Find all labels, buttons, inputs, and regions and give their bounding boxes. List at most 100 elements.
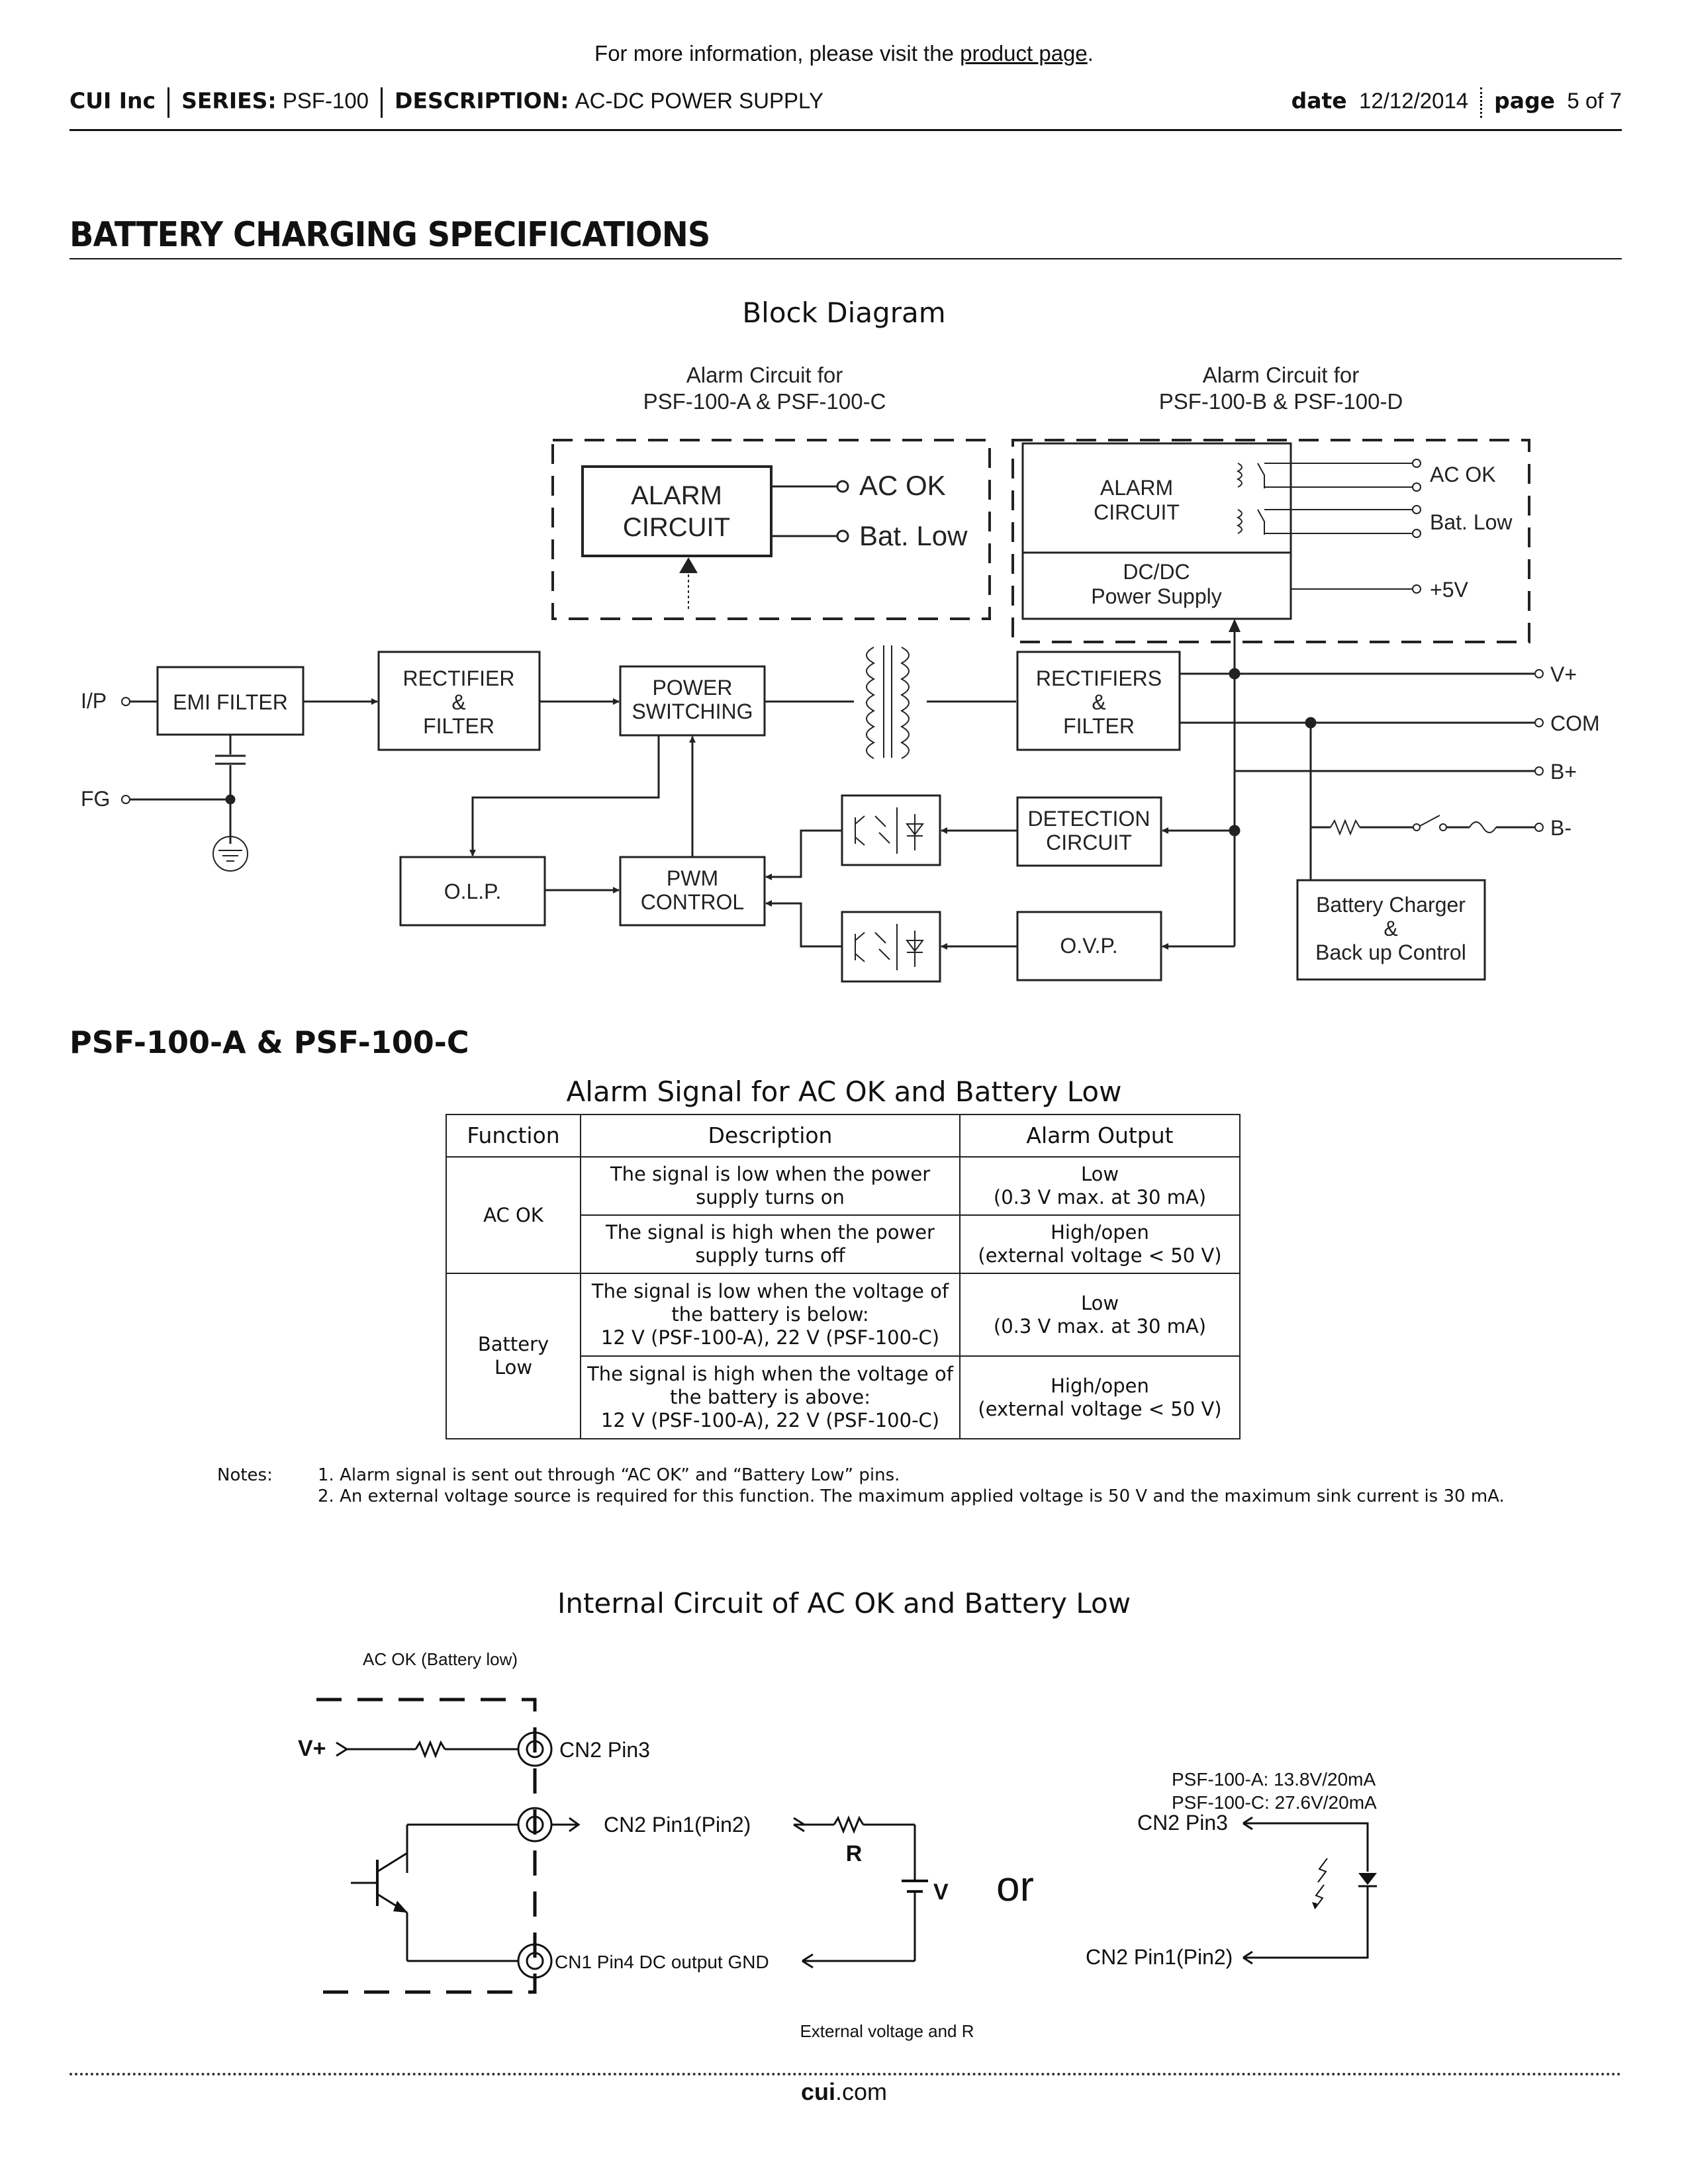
detection-label-1: DETECTION [1028,807,1150,831]
diode-icon [1358,1873,1377,1885]
cn2-pin1-label: CN2 Pin1(Pin2) [604,1813,751,1837]
alarm-bd-title-line2: PSF-100-B & PSF-100-D [1159,389,1403,414]
output-cell: High/open(external voltage < 50 V) [959,1214,1241,1274]
dcdc-label-2: Power Supply [1091,584,1221,608]
description-value: AC-DC POWER SUPPLY [575,88,823,113]
table-header: Alarm Output [959,1114,1241,1158]
pwm-label-2: CONTROL [641,890,744,914]
footer-domain: .com [835,2078,888,2105]
right-pin3-label: CN2 Pin3 [1137,1811,1228,1835]
external-voltage-caption: External voltage and R [800,2021,974,2041]
optocoupler-1 [841,794,941,866]
emi-filter-label: EMI FILTER [173,690,288,714]
cn1-pin4-label: CN1 Pin4 DC output GND [555,1952,769,1972]
v-label: V [933,1880,949,1905]
company-name: CUI Inc [70,87,156,114]
alarm-circuit-bd-label-2: CIRCUIT [1094,500,1180,524]
ground-icon [212,836,248,872]
output-vplus: V+ [1550,662,1577,686]
cn2-pin3-terminal [517,1731,553,1767]
battery-charger-label-2: & [1383,917,1397,940]
table-header-row: Function Description Alarm Output [445,1114,1241,1158]
output-cell: High/open(external voltage < 50 V) [959,1355,1241,1439]
internal-circuit-title: Internal Circuit of AC OK and Battery Lo… [557,1587,1131,1619]
ovp-label: O.V.P. [1060,934,1117,958]
light-emission-icon [1317,1858,1328,1883]
psf-c-label: PSF-100-C: 27.6V/20mA [1172,1792,1377,1813]
transformer-primary [866,647,876,759]
output-bplus: B+ [1550,760,1577,784]
date-label: date [1291,87,1347,114]
rectifiers-filter-box [1016,651,1181,751]
alarm-table-caption: Alarm Signal for AC OK and Battery Low [566,1075,1122,1108]
or-label: or [996,1862,1034,1910]
series-value: PSF-100 [282,88,369,113]
block-diagram-title: Block Diagram [742,296,946,329]
bat-low-label: Bat. Low [859,520,968,551]
rectifiers-label-1: RECTIFIERS [1036,666,1162,690]
product-page-link[interactable]: product page [960,41,1088,66]
power-switching-label-1: POWER [653,676,733,700]
ac-ok-bd-label: AC OK [1430,463,1496,486]
battery-charger-label-1: Battery Charger [1316,893,1466,917]
battery-charger-box [1296,879,1486,981]
table-header: Description [580,1114,961,1158]
right-pin1-label: CN2 Pin1(Pin2) [1086,1945,1233,1969]
pwm-label-1: PWM [667,866,718,890]
battery-charger-label-3: Back up Control [1315,940,1466,964]
transformer-secondary [900,647,910,759]
psf-a-label: PSF-100-A: 13.8V/20mA [1172,1769,1376,1790]
top-note-prefix: For more information, please visit the [594,41,961,66]
ac-ok-label: AC OK [859,470,946,501]
header-divider [167,87,170,118]
alarm-ac-dashed-box [551,439,991,620]
date-value: 12/12/2014 [1359,88,1469,113]
rectifier-label-1: RECTIFIER [403,666,515,690]
description-label: DESCRIPTION: [395,87,569,114]
section-title: BATTERY CHARGING SPECIFICATIONS [70,215,710,255]
footer: cui.com [0,2078,1688,2106]
alarm-circuit-bd-label-1: ALARM [1100,476,1173,500]
output-cell: Low(0.3 V max. at 30 mA) [959,1273,1241,1357]
footer-rule [70,2073,1622,2075]
detection-label-2: CIRCUIT [1046,831,1132,854]
alarm-bd-dashed-box [1011,439,1530,643]
header-rule [70,129,1622,131]
ac-ok-battery-low-label: AC OK (Battery low) [363,1649,518,1669]
table-header: Function [445,1114,581,1158]
power-switching-label-2: SWITCHING [632,700,753,723]
footer-brand: cui [800,2078,835,2105]
top-note: For more information, please visit the p… [0,41,1688,66]
plus5v-label: +5V [1430,578,1468,602]
internal-dashed-box [316,1698,537,1994]
top-note-suffix: . [1087,41,1094,66]
header-dotted-divider [1480,87,1483,118]
dcdc-label-1: DC/DC [1123,560,1190,584]
alarm-circuit-box [581,465,773,557]
alarm-ac-title-line1: Alarm Circuit for [686,363,843,387]
note-item: 2. An external voltage source is require… [318,1486,1505,1506]
olp-label: O.L.P. [444,880,502,903]
rectifier-label-3: FILTER [423,714,494,738]
alarm-bd-title-line1: Alarm Circuit for [1203,363,1360,387]
block-diagram: Alarm Circuit for PSF-100-A & PSF-100-C … [81,363,1600,983]
subsection-title: PSF-100-A & PSF-100-C [70,1024,469,1060]
bat-low-bd-label: Bat. Low [1430,510,1513,534]
output-com: COM [1550,711,1600,735]
optocoupler-2 [841,911,941,983]
alarm-circuit-label-1: ALARM [631,481,722,510]
alarm-circuit-bd-box [1021,442,1292,620]
internal-circuit-diagram: AC OK (Battery low) V+ CN2 Pin3 CN2 Pin1… [298,1649,1377,2041]
rectifiers-label-3: FILTER [1063,714,1135,738]
r-label: R [846,1841,863,1866]
